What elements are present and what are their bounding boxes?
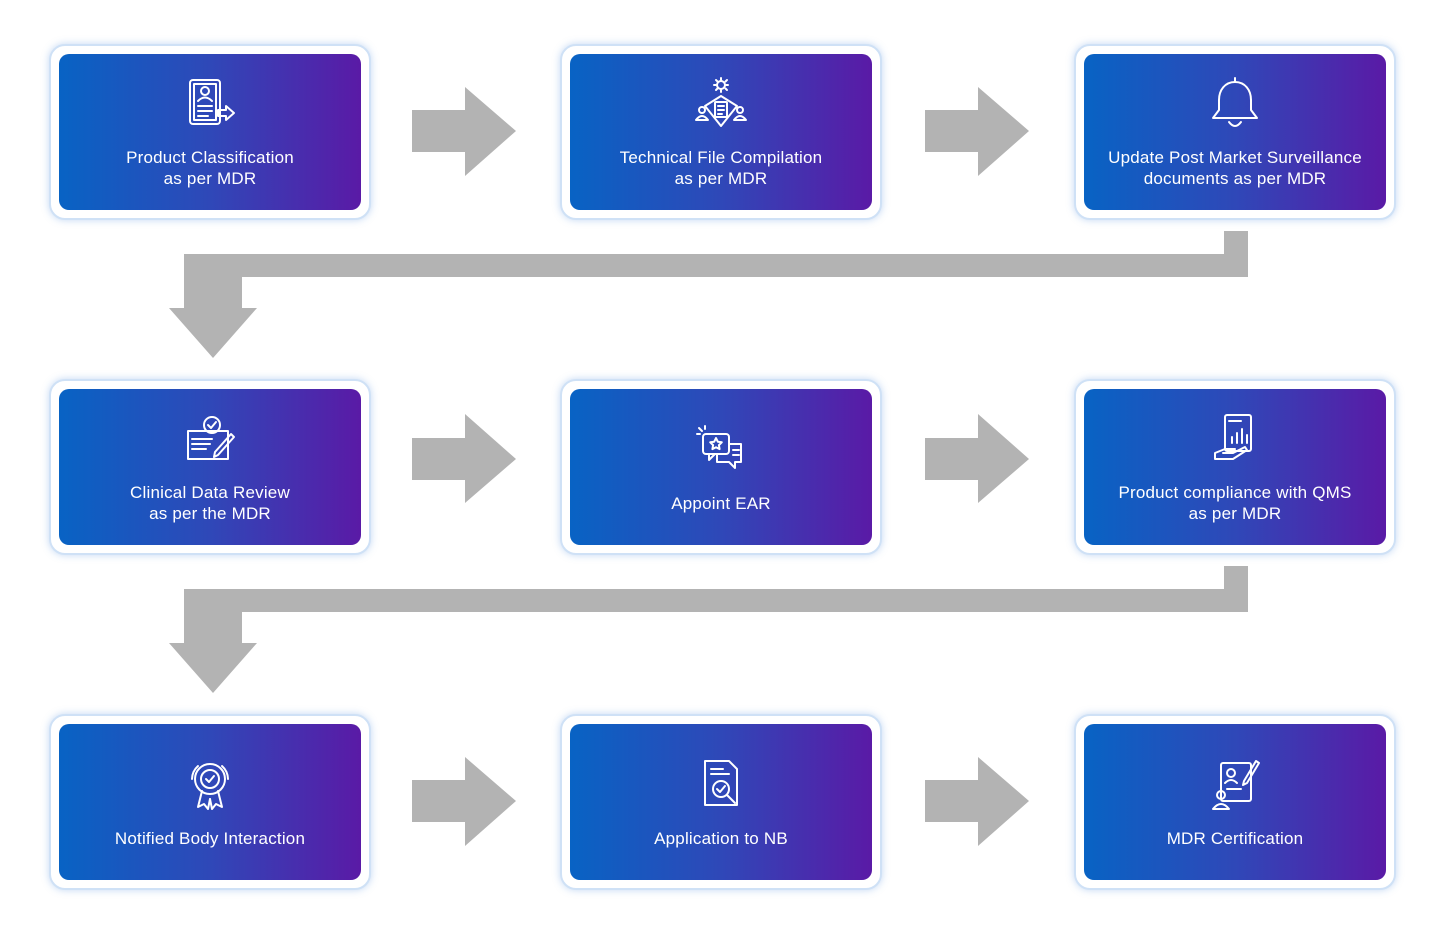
step-card-mdr-certification: MDR Certification	[1074, 714, 1396, 890]
bell-icon	[1206, 75, 1264, 133]
step-label: Clinical Data Review as per the MDR	[130, 483, 290, 523]
step-card-application-to-nb: Application to NB	[560, 714, 882, 890]
step-label: Appoint EAR	[671, 493, 771, 513]
step-inner: Technical File Compilation as per MDR	[570, 54, 872, 210]
step-inner: MDR Certification	[1084, 724, 1386, 880]
document-user-icon	[181, 75, 239, 133]
step-card-product-compliance-qms: Product compliance with QMS as per MDR	[1074, 379, 1396, 555]
step-inner: Product Classification as per MDR	[59, 54, 361, 210]
document-check-pen-icon	[181, 410, 239, 468]
connector-down-1	[169, 231, 1248, 358]
step-label: Product compliance with QMS as per MDR	[1118, 483, 1352, 523]
step-inner: Notified Body Interaction	[59, 724, 361, 880]
document-search-icon	[692, 756, 750, 814]
chat-star-icon	[692, 421, 750, 479]
step-card-notified-body-interaction: Notified Body Interaction	[49, 714, 371, 890]
team-document-gear-icon	[692, 75, 750, 133]
step-label: Update Post Market Surveillance document…	[1108, 148, 1362, 188]
step-label: Application to NB	[654, 828, 788, 848]
step-card-post-market-surveillance: Update Post Market Surveillance document…	[1074, 44, 1396, 220]
arrow-right-1	[412, 87, 516, 176]
step-label: Notified Body Interaction	[114, 828, 306, 848]
step-inner: Clinical Data Review as per the MDR	[59, 389, 361, 545]
step-card-clinical-data-review: Clinical Data Review as per the MDR	[49, 379, 371, 555]
step-card-product-classification: Product Classification as per MDR	[49, 44, 371, 220]
step-label: MDR Certification	[1166, 828, 1304, 848]
step-inner: Update Post Market Surveillance document…	[1084, 54, 1386, 210]
step-inner: Application to NB	[570, 724, 872, 880]
arrow-right-5	[412, 757, 516, 846]
arrow-right-6	[925, 757, 1029, 846]
connector-down-2	[169, 566, 1248, 693]
arrow-right-2	[925, 87, 1029, 176]
award-badge-icon	[181, 756, 239, 814]
step-card-appoint-ear: Appoint EAR	[560, 379, 882, 555]
step-inner: Appoint EAR	[570, 389, 872, 545]
arrow-right-4	[925, 414, 1029, 503]
step-label: Product Classification as per MDR	[126, 148, 294, 188]
certificate-person-icon	[1206, 756, 1264, 814]
step-card-technical-file-compilation: Technical File Compilation as per MDR	[560, 44, 882, 220]
step-inner: Product compliance with QMS as per MDR	[1084, 389, 1386, 545]
step-label: Technical File Compilation as per MDR	[619, 148, 823, 188]
report-hand-icon	[1206, 410, 1264, 468]
arrow-right-3	[412, 414, 516, 503]
